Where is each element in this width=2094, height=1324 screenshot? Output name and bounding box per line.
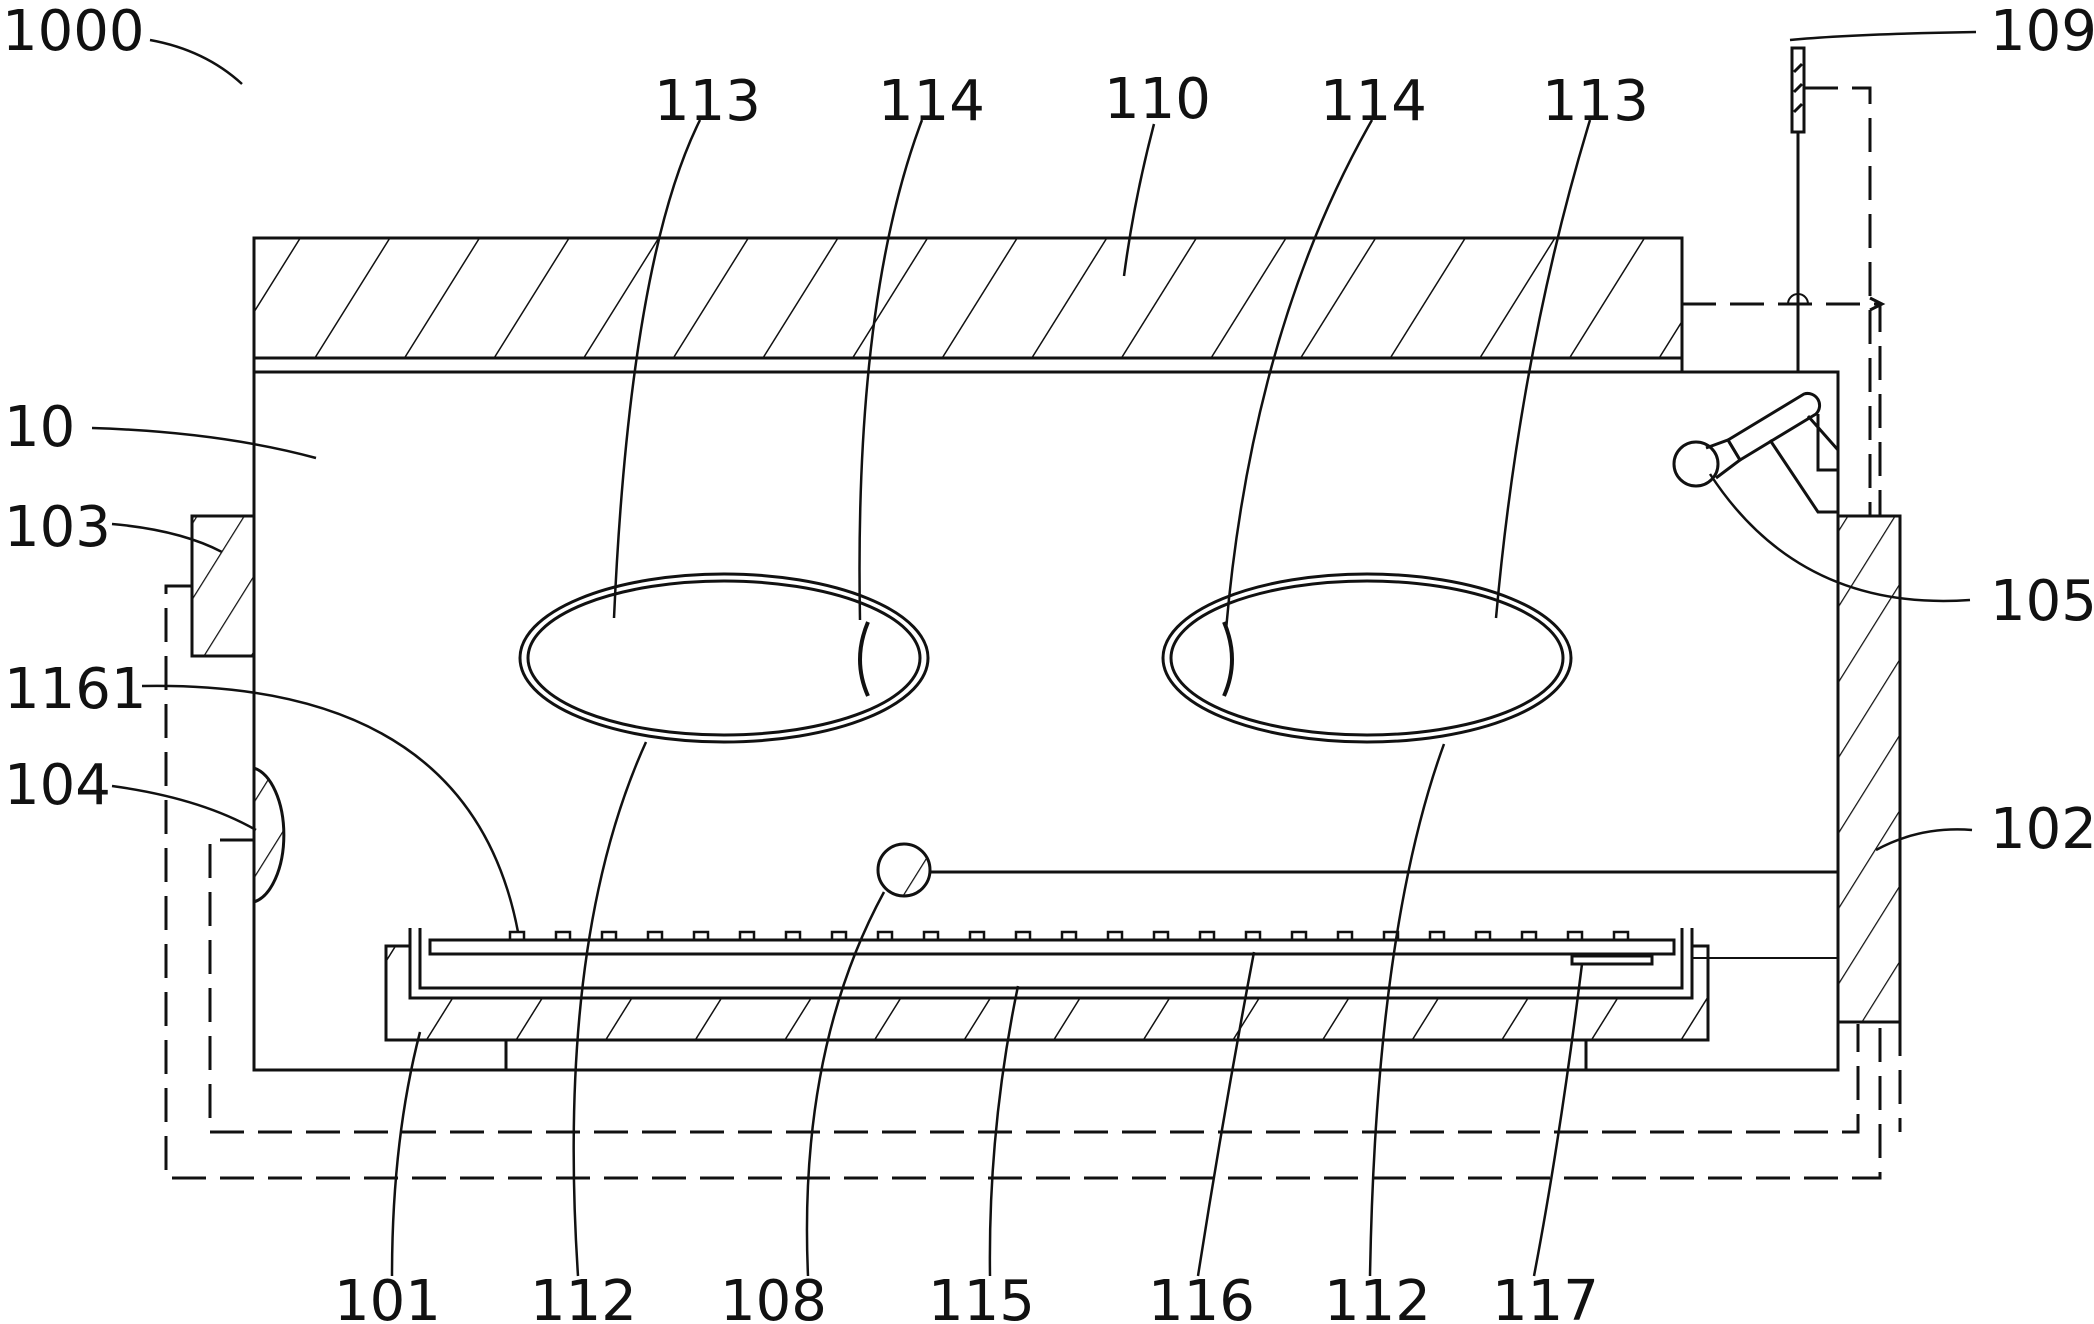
label-113-right: 113 (1542, 69, 1649, 134)
label-109: 109 (1990, 0, 2094, 64)
probe-109 (1787, 46, 1809, 372)
label-10: 10 (4, 395, 75, 460)
sensor-108 (876, 842, 932, 898)
window-right (1161, 572, 1573, 744)
plate-bumps-1161 (508, 930, 1630, 942)
label-115: 115 (928, 1269, 1035, 1324)
label-105: 105 (1990, 569, 2094, 634)
window-left (518, 572, 930, 744)
arrow-head (1869, 296, 1886, 312)
label-112-right: 112 (1324, 1269, 1431, 1324)
label-104: 104 (4, 753, 111, 818)
label-116: 116 (1148, 1269, 1255, 1324)
half-circle-104 (253, 766, 286, 904)
inner-tray-115 (408, 928, 1694, 1000)
label-110: 110 (1104, 67, 1211, 132)
leader-lines (91, 30, 1977, 1277)
label-1161: 1161 (4, 657, 147, 722)
clip-114-left (858, 621, 870, 697)
label-1000: 1000 (2, 0, 145, 64)
label-108: 108 (720, 1269, 827, 1324)
label-103: 103 (4, 495, 111, 560)
heater-117 (1570, 954, 1654, 966)
label-101: 101 (334, 1269, 441, 1324)
label-117: 117 (1492, 1269, 1599, 1324)
label-112-left: 112 (530, 1269, 637, 1324)
nozzle-105 (1672, 391, 1840, 514)
label-114-right: 114 (1320, 69, 1427, 134)
label-114-left: 114 (878, 69, 985, 134)
label-102: 102 (1990, 797, 2094, 862)
top-cover-110 (252, 236, 1684, 374)
label-113-left: 113 (654, 69, 761, 134)
clip-114-right (1222, 621, 1234, 697)
left-block-103 (190, 514, 256, 658)
